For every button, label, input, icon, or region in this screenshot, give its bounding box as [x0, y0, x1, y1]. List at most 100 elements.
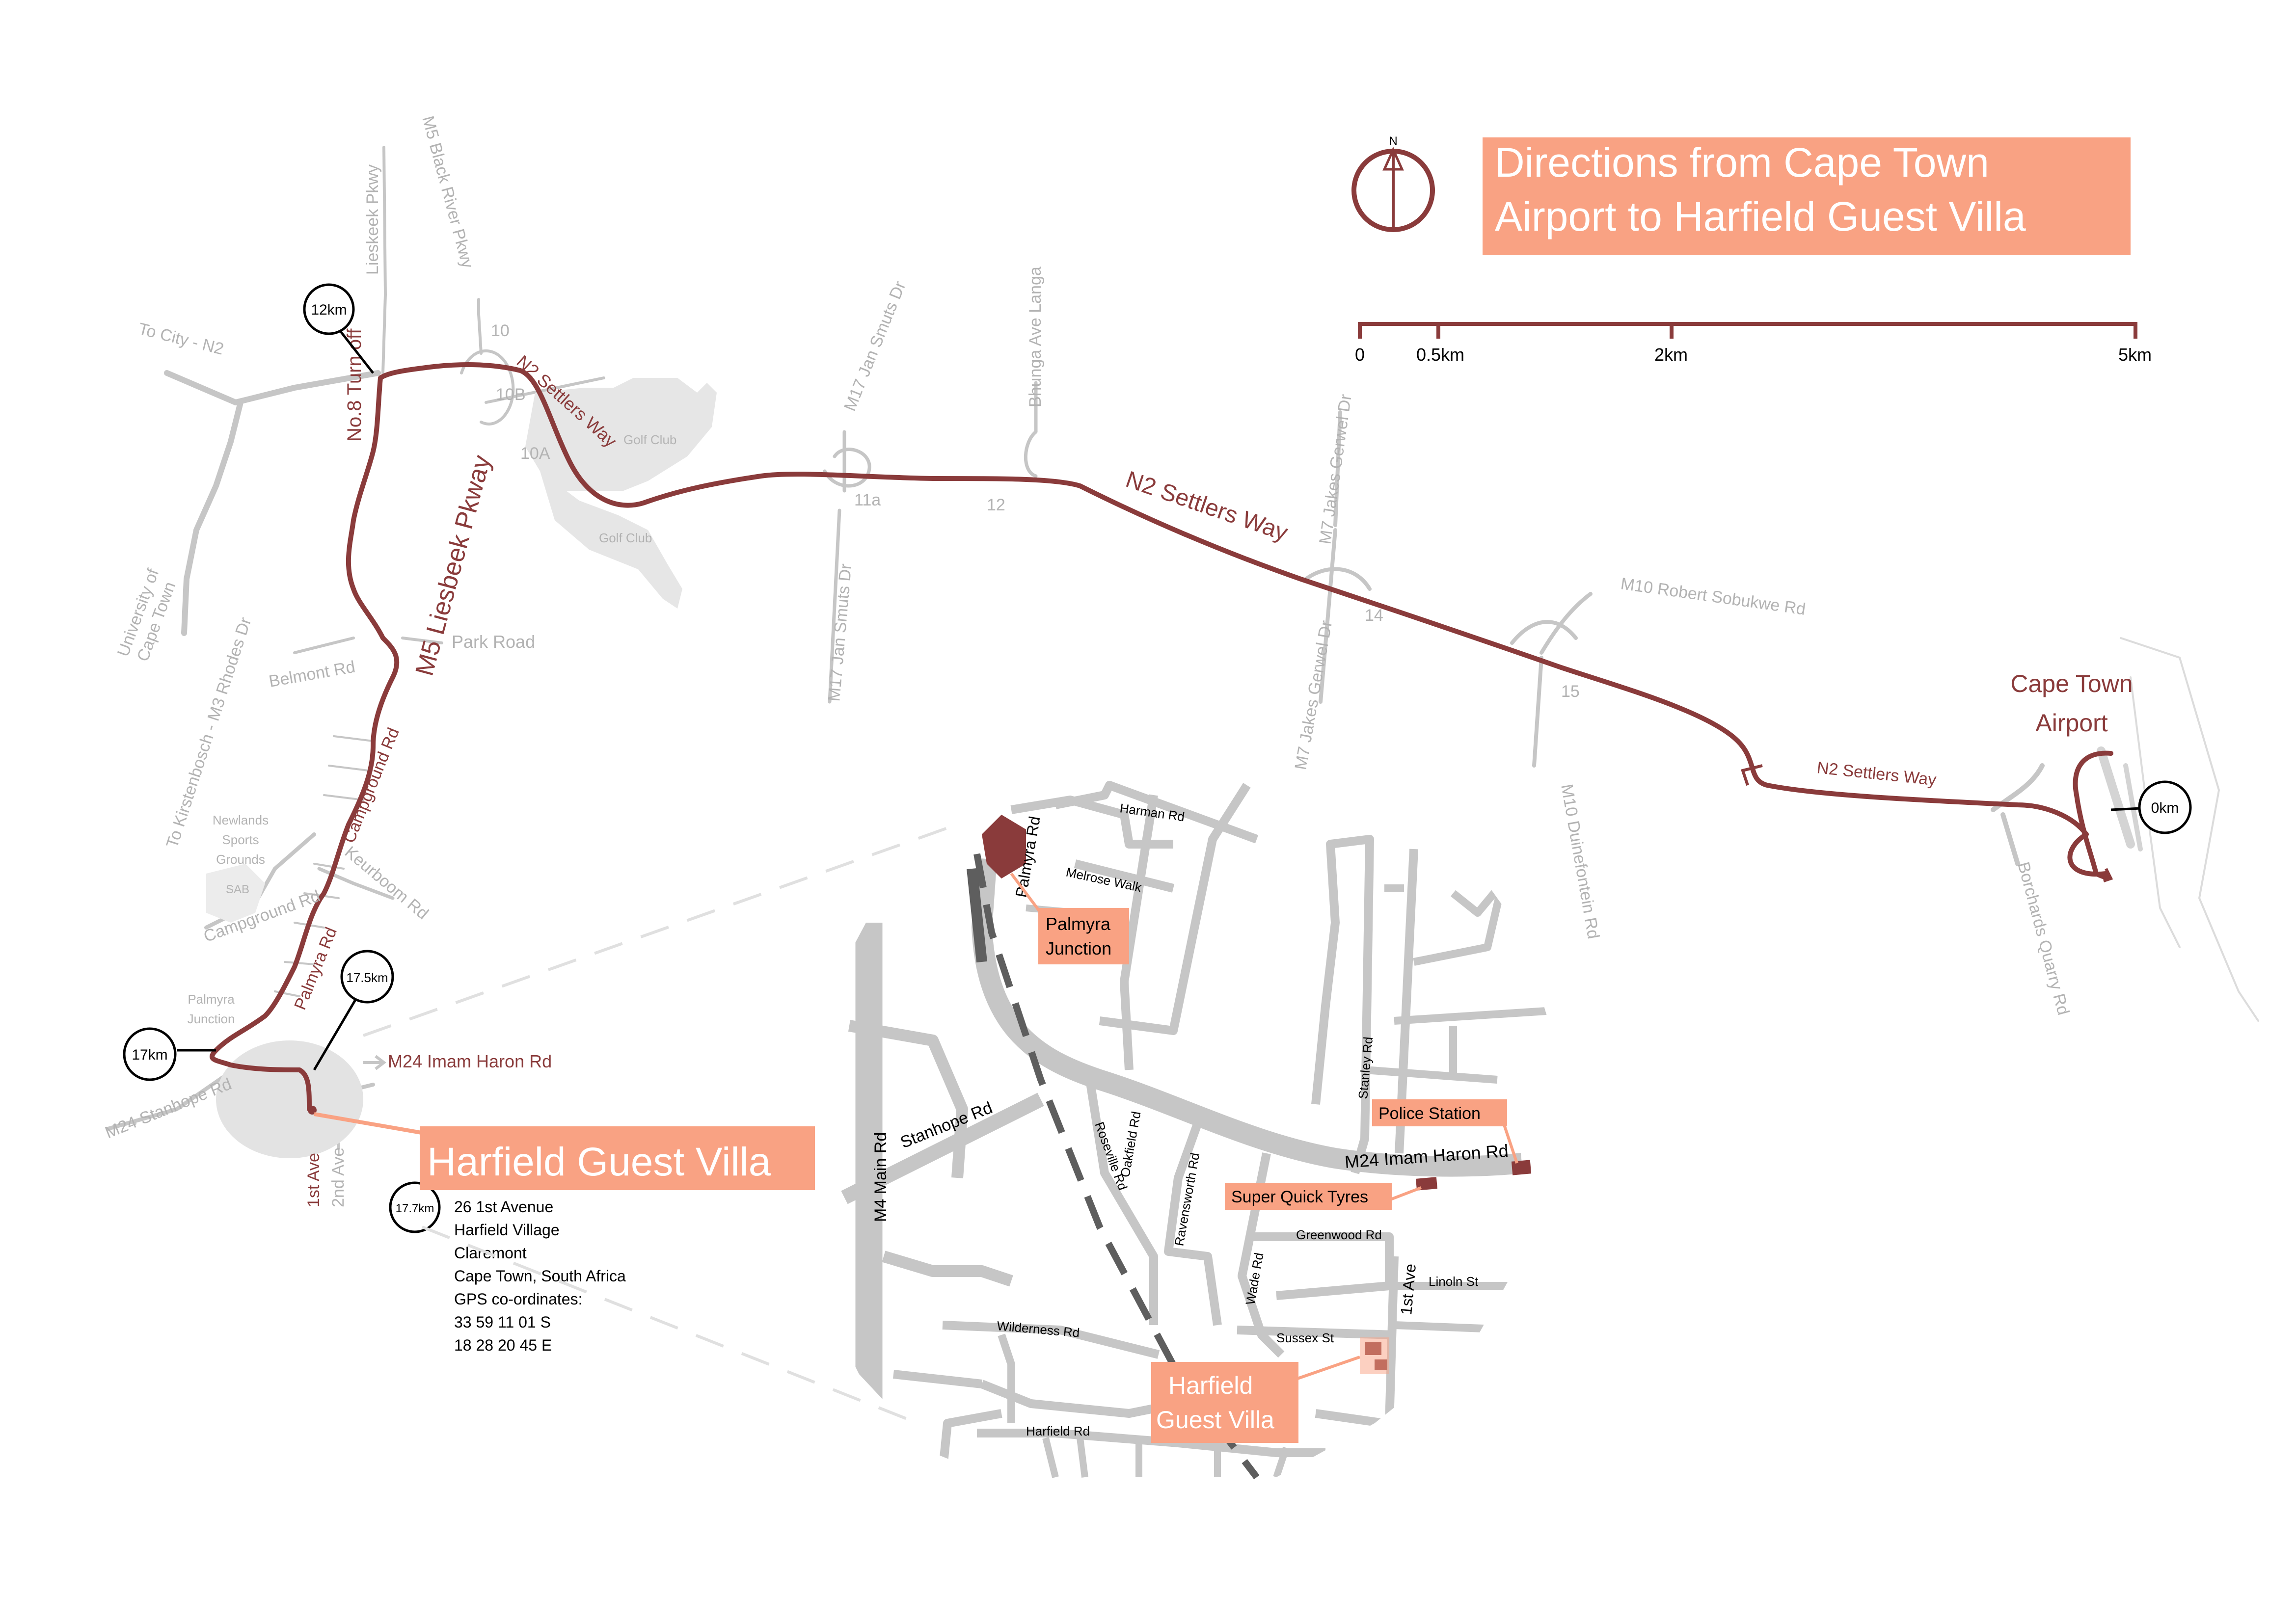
oakfield-label: Oakfield Rd — [1117, 1110, 1143, 1178]
bhunga-label: Bhunga Ave Langa — [1026, 266, 1045, 407]
building-palmyra-junction — [982, 815, 1026, 878]
scale-bar — [1358, 322, 2137, 339]
title-box — [1483, 137, 2131, 255]
linoln-label: Linoln St — [1429, 1274, 1479, 1289]
first-ave-label: 1st Ave — [304, 1153, 323, 1207]
m24-imam-label: M24 Imam Haron Rd — [388, 1051, 552, 1071]
route-line — [210, 362, 2113, 1112]
m24-imam-arrow — [363, 1055, 386, 1070]
exit-10b: 10B — [496, 385, 526, 404]
exit-14: 14 — [1365, 606, 1383, 625]
building-police-station — [1511, 1160, 1532, 1175]
borchards-label: Borchards Quarry Rd — [2014, 860, 2073, 1017]
exit-10: 10 — [491, 321, 510, 340]
n2-main-label: N2 Settlers Way — [1122, 466, 1291, 546]
marker-17-5km-text: 17.5km — [346, 970, 388, 985]
marker-17-5km — [340, 950, 394, 1004]
address-line-2: Harfield Village — [454, 1221, 560, 1239]
villa-label-box — [420, 1126, 815, 1190]
tyres-callout-text: Super Quick Tyres — [1231, 1188, 1368, 1206]
palmyra-label: Palmyra Rd — [291, 925, 341, 1012]
villa-callout-2: Guest Villa — [1156, 1406, 1274, 1434]
newlands-label-2: Sports — [222, 832, 259, 847]
m7-north-label: M7 Jakes Gerwel Dr — [1316, 393, 1355, 545]
m7-south-label: M7 Jakes Gerwel Dr — [1291, 619, 1336, 772]
m24-stanhope-label: M24 Stanhope Rd — [103, 1075, 234, 1143]
villa-callout-1: Harfield — [1168, 1372, 1253, 1399]
m4-label: M4 Main Rd — [871, 1132, 890, 1222]
inset-callouts: Palmyra Junction Police Station Super Qu… — [1010, 873, 1518, 1443]
n2-airport-label: N2 Settlers Way — [1816, 758, 1937, 789]
villa-pin — [308, 1106, 317, 1115]
route-arrow-airport — [2103, 868, 2113, 882]
harfield-rd-label: Harfield Rd — [1026, 1424, 1090, 1438]
address-line-6: 33 59 11 01 S — [454, 1313, 551, 1331]
golf-club-areas — [525, 378, 717, 609]
sussex-label: Sussex St — [1276, 1330, 1334, 1345]
marker-12km-text: 12km — [311, 302, 347, 318]
golf2-label: Golf Club — [599, 531, 652, 545]
marker-17km-text: 17km — [132, 1047, 167, 1063]
exit-10a: 10A — [520, 444, 550, 463]
park-label: Park Road — [452, 632, 535, 652]
newlands-grounds-blob — [206, 864, 265, 923]
marker-17-7km — [389, 1181, 441, 1233]
inset-buildings — [982, 815, 1532, 1370]
title-line-2: Airport to Harfield Guest Villa — [1495, 193, 2026, 239]
building-tyres — [1416, 1177, 1437, 1191]
distance-markers: 12km 0km 17.5km 17km 17.7km — [123, 283, 2192, 1233]
palmyra-junction-callout-2: Junction — [1046, 938, 1111, 958]
first-ave-inset-label: 1st Ave — [1397, 1263, 1419, 1315]
sab-label: SAB — [226, 883, 249, 896]
no8-turnoff-label: No.8 Turn off — [344, 328, 365, 442]
compass: N — [1351, 134, 1435, 232]
scale-bar-labels: 0 0.5km 2km 5km — [1355, 345, 2152, 365]
address-line-1: 26 1st Avenue — [454, 1198, 553, 1216]
scale-label-0: 0 — [1355, 345, 1365, 365]
m10-duine-label: M10 Duinefontein Rd — [1557, 783, 1603, 940]
stanley-label: Stanley Rd — [1355, 1036, 1376, 1099]
belmont-label: Belmont Rd — [268, 658, 357, 691]
scale-label-5: 5km — [2118, 345, 2152, 365]
villa-callout — [1151, 1362, 1298, 1443]
scale-label-2: 2km — [1654, 345, 1688, 365]
airport-label-2: Airport — [2035, 709, 2107, 737]
villa-plot-highlight — [1360, 1337, 1389, 1374]
palmyra-junction-label-1: Palmyra — [188, 992, 235, 1007]
golf1-label: Golf Club — [623, 432, 676, 447]
exit-12: 12 — [987, 496, 1005, 514]
police-station-callout-text: Police Station — [1378, 1104, 1481, 1123]
tyres-callout — [1225, 1183, 1392, 1210]
address-line-4: Cape Town, South Africa — [454, 1267, 626, 1285]
marker-17km — [123, 1027, 177, 1081]
address-block: 26 1st Avenue Harfield Village Claremont… — [454, 1198, 626, 1354]
m17-south-label: M17 Jan Smuts Dr — [825, 563, 855, 702]
newlands-label-1: Newlands — [213, 813, 269, 827]
greenwood-label: Greenwood Rd — [1296, 1227, 1382, 1242]
title-line-1: Directions from Cape Town — [1495, 139, 1989, 186]
route-arrow-n2 — [1741, 764, 1763, 786]
airport-label-1: Cape Town — [2010, 670, 2133, 697]
compass-north-label: N — [1389, 134, 1397, 148]
villa-label: Harfield Guest Villa — [427, 1140, 771, 1184]
palmyra-junction-callout-1: Palmyra — [1046, 914, 1111, 934]
address-line-7: 18 28 20 45 E — [454, 1336, 552, 1354]
to-city-label: To City - N2 — [136, 319, 226, 359]
inset-callout-lines — [362, 823, 958, 1425]
villa-leader — [314, 1112, 428, 1136]
lieskeek-label: Lieskeek Pkwy — [363, 164, 382, 275]
m17-north-label: M17 Jan Smuts Dr — [840, 279, 910, 414]
newlands-label-3: Grounds — [216, 852, 265, 867]
m5-black-river-label: M5 Black River Pkwy — [418, 114, 477, 270]
marker-12km — [303, 283, 355, 335]
palmyra-junction-label-2: Junction — [188, 1011, 235, 1026]
palmyra-junction-callout — [1038, 908, 1129, 964]
marker-0km-text: 0km — [2151, 800, 2179, 816]
address-line-5: GPS co-ordinates: — [454, 1290, 582, 1308]
marker-17-7km-text: 17.7km — [396, 1202, 434, 1215]
exit-11a: 11a — [854, 491, 881, 509]
marker-0km — [2138, 780, 2192, 834]
police-station-callout — [1372, 1099, 1507, 1126]
harfield-area-blob — [216, 1040, 363, 1158]
